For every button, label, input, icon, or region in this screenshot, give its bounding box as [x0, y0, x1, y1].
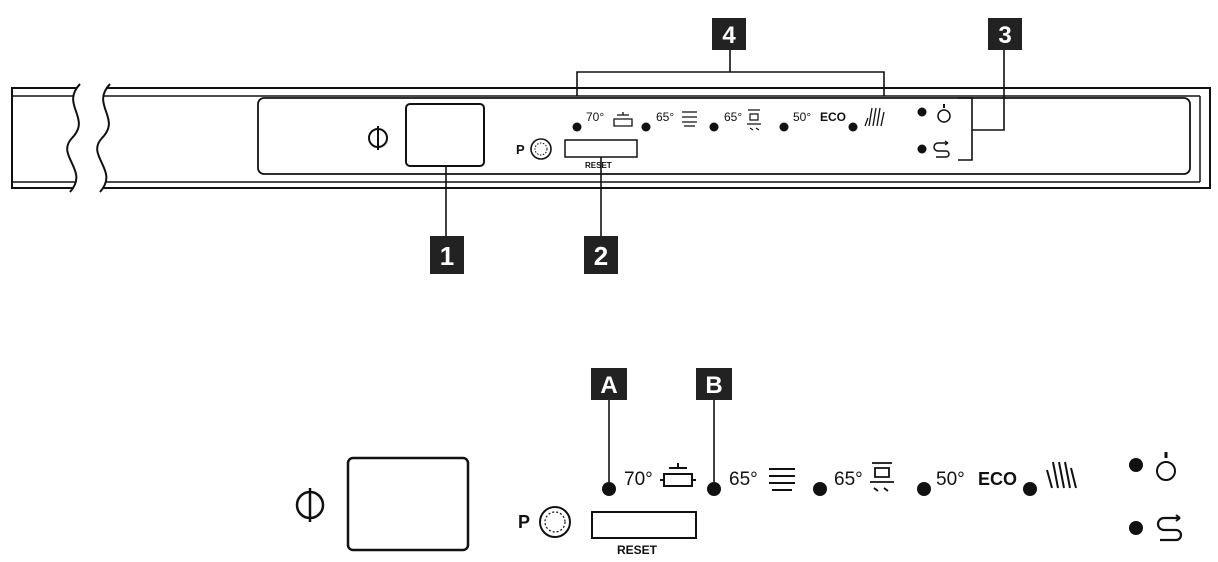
indicator-led — [1129, 458, 1143, 472]
indicators-bottom — [1129, 452, 1183, 542]
svg-text:A: A — [600, 372, 617, 399]
program-led — [641, 122, 651, 132]
callout-4: 4 — [712, 18, 746, 50]
svg-text:1: 1 — [440, 241, 454, 271]
rinse-aid-icon — [1156, 514, 1183, 542]
callout-a: A — [591, 368, 627, 400]
salt-refill-icon — [1156, 452, 1176, 481]
callout-3: 3 — [988, 18, 1022, 50]
on-off-button-large[interactable] — [346, 456, 470, 552]
eco-label: ECO — [820, 110, 846, 124]
program-temp-2: 65° — [656, 110, 674, 124]
svg-text:3: 3 — [998, 22, 1011, 49]
program-row-top: 70° 65° 65° 50° ECO — [572, 107, 885, 132]
stacked-plates-icon — [769, 468, 795, 491]
callout-1: 1 — [430, 236, 464, 274]
program-led — [848, 122, 858, 132]
glasses-plates-icon — [870, 462, 894, 492]
rinse-spray-icon — [1046, 461, 1077, 489]
callout-2: 2 — [584, 236, 618, 274]
program-led — [709, 122, 719, 132]
program-temp-4-large: 50° — [936, 469, 965, 490]
glasses-plates-icon — [747, 109, 761, 131]
reset-button[interactable] — [564, 139, 638, 158]
program-led — [917, 482, 931, 496]
program-led — [1023, 482, 1037, 496]
pot-icon — [660, 463, 696, 487]
panel-strip — [11, 83, 1211, 193]
callout-b: B — [696, 368, 732, 400]
rinse-aid-icon — [933, 140, 950, 158]
program-temp-4: 50° — [793, 110, 811, 124]
pot-icon — [613, 112, 633, 127]
program-led — [572, 122, 582, 132]
svg-text:2: 2 — [594, 241, 608, 271]
on-off-button[interactable] — [405, 103, 485, 167]
reset-label-large: RESET — [617, 543, 658, 557]
program-temp-1: 70° — [586, 110, 604, 124]
stacked-plates-icon — [682, 111, 697, 127]
eco-label-large: ECO — [978, 469, 1017, 489]
reset-label: RESET — [585, 161, 612, 170]
indicator-led — [917, 107, 927, 117]
program-temp-1-large: 70° — [624, 469, 653, 490]
program-led — [707, 482, 721, 496]
callout-3-bracket — [958, 48, 1005, 161]
rinse-spray-icon — [864, 107, 885, 127]
svg-text:B: B — [705, 372, 722, 399]
callout-4-bracket — [576, 48, 885, 96]
power-button-icon[interactable] — [368, 126, 388, 150]
program-temp-3-large: 65° — [834, 469, 863, 490]
program-led — [602, 482, 616, 496]
indicator-led — [1129, 521, 1143, 535]
program-key-label: P — [516, 142, 525, 157]
program-key-label-large: P — [518, 512, 530, 532]
indicators-top — [917, 104, 951, 158]
program-temp-3: 65° — [724, 110, 742, 124]
program-selector-knob-large[interactable] — [539, 506, 571, 538]
program-led — [813, 482, 827, 496]
indicator-led — [917, 144, 927, 154]
display-frame — [257, 97, 1191, 175]
svg-text:4: 4 — [722, 22, 736, 49]
reset-button-large[interactable] — [591, 511, 697, 539]
program-temp-2-large: 65° — [729, 469, 758, 490]
program-led — [779, 122, 789, 132]
power-button-icon-large[interactable] — [295, 488, 325, 522]
salt-refill-icon — [937, 104, 951, 123]
program-row-bottom: 70° 65° 65° 50° ECO — [602, 461, 1077, 496]
program-selector-knob[interactable] — [530, 138, 552, 160]
